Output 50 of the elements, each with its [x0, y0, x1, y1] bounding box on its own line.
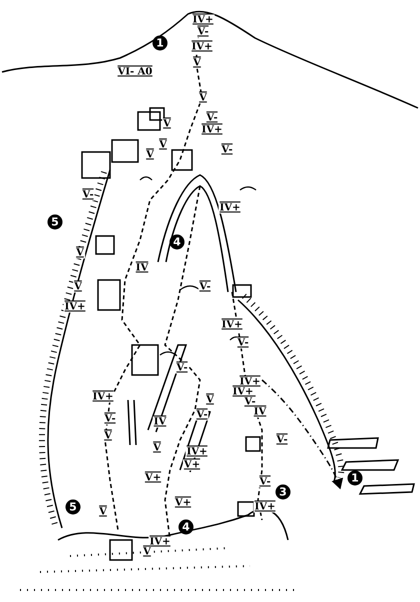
route-number: 4 [178, 520, 194, 534]
grade-label: IV+ [190, 42, 214, 52]
route-number: 1 [348, 470, 362, 486]
grade-label: IV+ [186, 446, 208, 458]
grade-label: V- [175, 362, 189, 374]
grade-label: V [103, 430, 113, 442]
grade-label: V- [258, 476, 272, 488]
grade-label: V- [103, 414, 117, 424]
grade-label: VI- A0 [116, 66, 154, 78]
grade-label: V [75, 248, 85, 258]
grade-label: V- [198, 282, 212, 292]
grade-label: V [73, 282, 83, 292]
grade-label: V- [220, 144, 234, 156]
grade-label: V [142, 546, 152, 558]
grade-label: IV+ [238, 376, 262, 388]
grade-label: IV+ [200, 124, 224, 136]
grade-label: V- [195, 410, 209, 420]
grade-label: V- [236, 338, 250, 348]
grade-label: V [205, 394, 215, 406]
grade-label: V- [243, 396, 257, 408]
grade-label: V [98, 506, 108, 518]
grade-label: V [145, 150, 155, 160]
grade-label: IV [152, 416, 168, 428]
grade-label: IV+ [192, 14, 214, 26]
grade-label: V [198, 92, 208, 104]
grade-label: V [192, 58, 202, 68]
grade-label: V+ [144, 472, 162, 484]
grade-label: V- [81, 190, 95, 200]
grade-label: V [152, 442, 162, 454]
grade-label: IV+ [218, 202, 242, 214]
grade-label: V- [205, 112, 219, 124]
route-number: 5 [66, 500, 80, 514]
grade-label: V [158, 140, 168, 150]
grade-label: IV [252, 406, 268, 418]
grade-label: IV [134, 262, 150, 274]
route-number: 5 [48, 214, 62, 230]
grade-label: V [162, 118, 172, 130]
route-number: 3 [276, 484, 290, 500]
route-number: 1 [152, 36, 168, 50]
grade-label: IV+ [254, 502, 276, 512]
grade-label: IV+ [148, 536, 172, 548]
grade-label: V+ [182, 460, 202, 470]
grade-label: IV+ [220, 320, 244, 330]
route-number: 4 [170, 234, 184, 250]
grade-label: V- [275, 434, 289, 446]
grade-label: V- [196, 26, 210, 38]
grade-label: V+ [174, 498, 192, 508]
grade-label: IV+ [232, 386, 254, 398]
grade-label: IV+ [64, 302, 86, 312]
grade-label: IV+ [92, 392, 114, 402]
